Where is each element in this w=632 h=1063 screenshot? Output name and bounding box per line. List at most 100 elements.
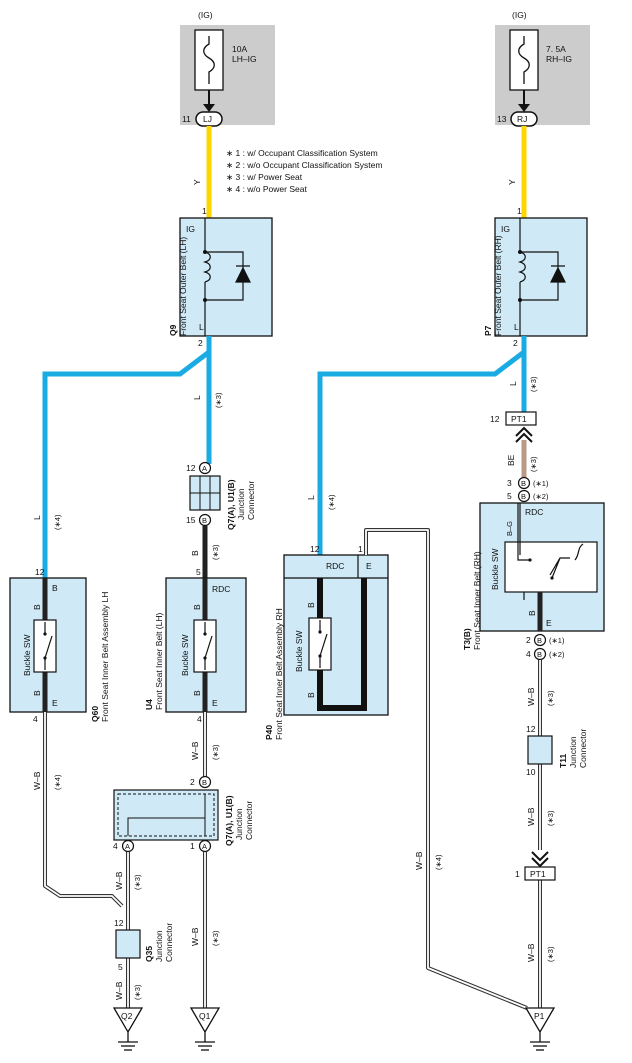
junction-upper-l1: Junction — [236, 488, 246, 520]
q9-pin2: 2 — [198, 338, 203, 348]
p40-b1: B — [306, 602, 316, 608]
wire-label-wb-u4: W–B — [190, 741, 200, 760]
arrow-down-icon — [518, 104, 530, 112]
t3-pin2-circle — [533, 633, 547, 647]
p7-name: Front Seat Outer Belt (RH) — [493, 235, 503, 336]
wire-label-b-u4: B — [190, 550, 200, 556]
pt1-top-label: PT1 — [511, 414, 527, 424]
t3-sw: Buckle SW — [490, 548, 500, 590]
t3-note1: (∗1) — [533, 479, 549, 488]
wire-label-l-p7: L — [508, 381, 518, 386]
t3-pin5-letter: B — [521, 492, 526, 501]
note-label-p40: (∗4) — [327, 494, 336, 510]
junction-upper-pin12: 12 — [186, 463, 196, 473]
t3-pin2: 2 — [526, 635, 531, 645]
junction-upper-pin-b — [198, 513, 212, 527]
wire-label-wb-t11: W–B — [526, 807, 536, 826]
u4-sw: Buckle SW — [180, 634, 190, 676]
fuse-right-supply: (IG) — [512, 10, 527, 20]
t11-pin10: 10 — [526, 767, 536, 777]
q9-front-seat-outer-belt-lh — [179, 217, 273, 337]
note-label-wb-q60: (∗4) — [53, 774, 62, 790]
wire-label-wb-pt1: W–B — [526, 943, 536, 962]
t3-switch-box — [504, 541, 598, 593]
q35-junction-connector — [115, 929, 141, 959]
fuse-left-rating: 10A — [232, 44, 247, 54]
junction-lower-a1-letter: A — [202, 842, 207, 851]
p40-b2: B — [306, 692, 316, 698]
p40-switch-icon — [308, 617, 332, 671]
q60-code: Q60 — [90, 706, 100, 722]
u4-b1: B — [192, 604, 202, 610]
u4-pin5: 5 — [196, 567, 201, 577]
fuse-left-supply: (IG) — [198, 10, 213, 20]
junction-lower-pin-a1 — [198, 839, 212, 853]
chevron-up-icon — [515, 426, 533, 443]
q9-pin1: 1 — [202, 206, 207, 216]
connector-lj-label: LJ — [203, 114, 212, 124]
u4-pin-e: E — [212, 698, 218, 708]
wire-wb-group — [43, 528, 542, 1010]
junction-upper-a-letter: A — [202, 464, 207, 473]
t3-pin3-circle — [517, 476, 531, 490]
t3-note2: (∗2) — [533, 492, 549, 501]
t3-pin2-letter: B — [537, 636, 542, 645]
fuse-right-icon — [518, 36, 530, 84]
note-label-q60: (∗4) — [53, 514, 62, 530]
connector-rj-label: RJ — [517, 114, 527, 124]
legend-note-1: ∗ 1 : w/ Occupant Classification System — [226, 148, 378, 158]
t11-code: T11 — [558, 754, 568, 768]
wire-label-wb-a4: W–B — [114, 871, 124, 890]
p40-code: P40 — [264, 725, 274, 740]
q35-code: Q35 — [144, 946, 154, 962]
q60-pin-b: B — [52, 583, 58, 593]
t3-name: Front Seat Inner Belt (RH) — [472, 551, 482, 650]
q60-sw: Buckle SW — [22, 634, 32, 676]
chevron-down-icon — [531, 851, 549, 868]
junction-upper-b-letter: B — [202, 516, 207, 525]
p40-pin1: 1 — [358, 544, 363, 554]
note-label-wb-a4: (∗3) — [133, 874, 142, 890]
junction-lower-a4-letter: A — [125, 842, 130, 851]
q35-pin5: 5 — [118, 962, 123, 972]
p7-code: P7 — [483, 325, 493, 336]
junction-lower-code: Q7(A), U1(B) — [224, 795, 234, 846]
note-label-wb-p40: (∗4) — [434, 854, 443, 870]
q60-b1: B — [32, 604, 42, 610]
q9-pin-ig: IG — [186, 224, 195, 234]
arrow-down-icon — [203, 104, 215, 112]
ground-q2-icon — [112, 1007, 144, 1051]
t3-pin5: 5 — [507, 491, 512, 501]
p40-name: Front Seat Inner Belt Assembly RH — [274, 608, 284, 740]
t3-pin4: 4 — [526, 649, 531, 659]
note-label-wb-q2: (∗3) — [133, 984, 142, 1000]
u4-b2: B — [192, 690, 202, 696]
t3-wire-bg: B–G — [505, 521, 514, 536]
t3-note1-b: (∗1) — [549, 636, 565, 645]
wire-label-l-q60: L — [32, 515, 42, 520]
fuse-block-right — [495, 25, 590, 125]
legend-note-4: ∗ 4 : w/o Power Seat — [226, 184, 307, 194]
fuse-left-name: LH–IG — [232, 54, 257, 64]
wire-label-be: BE — [506, 454, 516, 466]
u4-code: U4 — [144, 699, 154, 710]
fuse-left-icon — [203, 36, 215, 84]
wire-label-l-p40: L — [306, 495, 316, 500]
q9-code: Q9 — [168, 324, 178, 336]
wire-label-wb-q1: W–B — [190, 927, 200, 946]
note-label-wb-t3: (∗3) — [546, 690, 555, 706]
ground-p1-icon — [524, 1007, 556, 1051]
u4-switch-icon — [193, 619, 217, 673]
p7-pin-l: L — [514, 322, 519, 332]
note-label-be: (∗3) — [529, 456, 538, 472]
t3-pin-e: E — [546, 618, 552, 628]
wire-blue-q9-to-q60 — [42, 336, 212, 578]
t3-note2-b: (∗2) — [549, 650, 565, 659]
pt1-top-pin: 12 — [490, 414, 500, 424]
fuse-right-rating: 7. 5A — [546, 44, 566, 54]
p40-front-seat-inner-belt-rh — [283, 554, 389, 716]
q35-l1: Junction — [154, 930, 164, 962]
note-label-wb-u4: (∗3) — [211, 744, 220, 760]
